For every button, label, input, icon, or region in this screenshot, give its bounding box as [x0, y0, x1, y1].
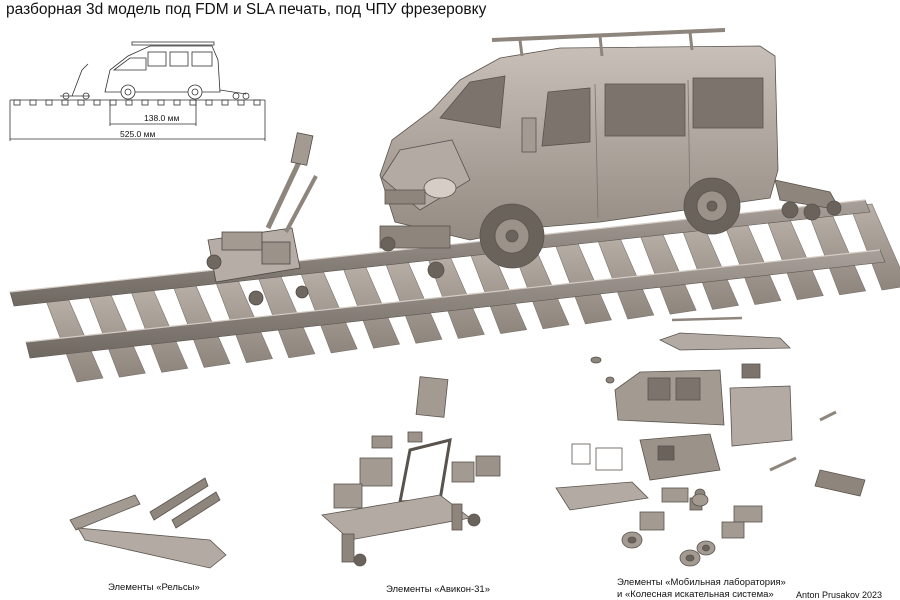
- lab-elements: [555, 316, 866, 567]
- avikon-elements: [321, 376, 501, 567]
- dimension-inner: 138.0 мм: [144, 113, 179, 123]
- side-view-sleepers: [13, 99, 261, 106]
- caption-lab-line1: Элементы «Мобильная лаборатория»: [617, 577, 786, 588]
- avikon-trolley: [206, 132, 318, 306]
- page-title: разборная 3d модель под FDM и SLA печать…: [6, 1, 487, 18]
- rails-elements: [69, 477, 227, 569]
- van: [379, 28, 842, 279]
- sleepers: [44, 203, 900, 383]
- side-view-drawing: [9, 41, 266, 141]
- dimension-total: 525.0 мм: [120, 129, 155, 139]
- caption-lab-line2: и «Колесная искательная система»: [617, 589, 774, 600]
- caption-rails: Элементы «Рельсы»: [108, 582, 200, 593]
- author-credit: Anton Prusakov 2023: [796, 590, 883, 600]
- caption-avikon: Элементы «Авикон-31»: [386, 584, 490, 595]
